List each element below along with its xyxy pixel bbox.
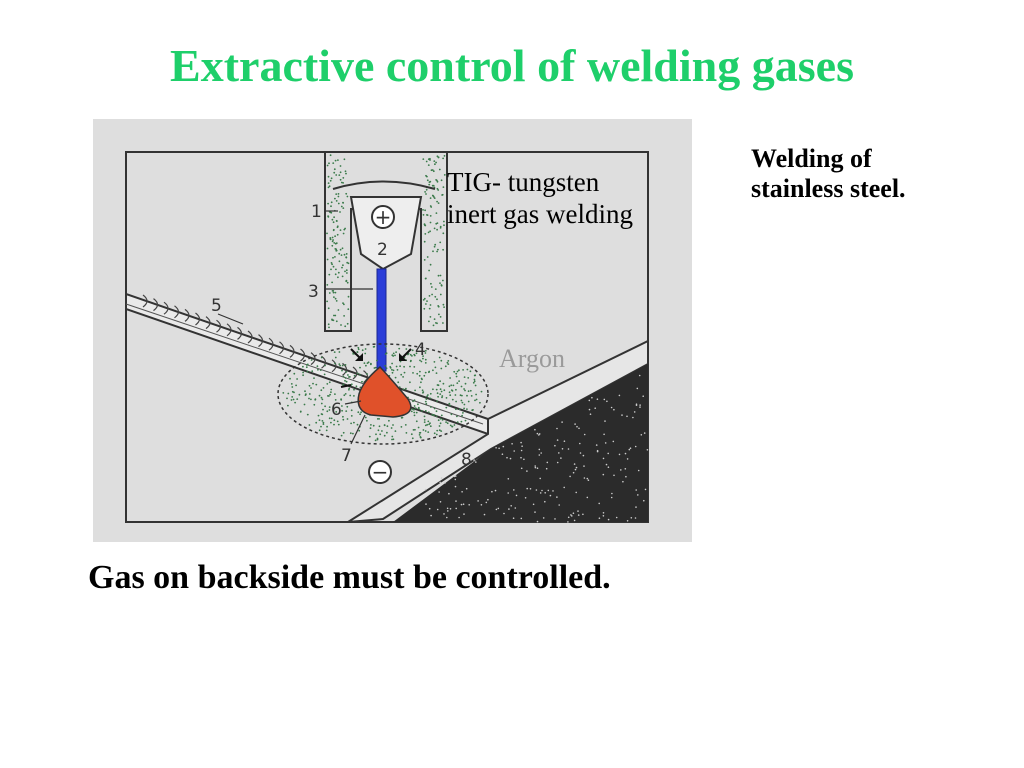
tig-welding-diagram: + − 1 2 3 4 5 6 7 8 [93, 119, 692, 542]
figure-number-6: 6 [331, 400, 342, 420]
footer-note: Gas on backside must be controlled. [88, 559, 611, 596]
weld-bead-ripples [142, 294, 369, 384]
leader-5 [217, 313, 244, 325]
figure-number-4: 4 [415, 340, 426, 360]
nozzle-top-curve [332, 180, 436, 190]
figure-number-7: 7 [341, 446, 352, 466]
minus-circle [368, 460, 392, 484]
argon-cloud-outline [277, 343, 489, 445]
flow-arrowhead-left [355, 353, 363, 361]
flow-arrows [340, 348, 412, 388]
weld-pool [357, 365, 412, 418]
diagram-frame [125, 151, 649, 523]
slide-title: Extractive control of welding gases [170, 40, 854, 91]
leader-lines [217, 210, 373, 445]
flow-arrow-bottom-left [340, 384, 352, 388]
figure-number-5: 5 [211, 296, 222, 316]
figure-number-2: 2 [377, 240, 388, 260]
figure-number-3: 3 [308, 282, 319, 302]
plus-circle [371, 205, 395, 229]
argon-label: Argon [499, 344, 565, 373]
figure-number-8: 8 [461, 450, 472, 470]
backing-speckle [424, 374, 649, 523]
minus-symbol: − [372, 460, 389, 484]
side-note: Welding of stainless steel. [751, 144, 906, 203]
gas-channel [326, 154, 446, 329]
leader-7 [350, 414, 366, 445]
leader-6 [344, 400, 362, 405]
plus-symbol: + [375, 205, 392, 229]
figure-number-1: 1 [311, 202, 322, 222]
tig-label: TIG- tungsten inert gas welding [447, 167, 633, 229]
torch-nozzle [349, 196, 423, 271]
flow-arrowhead-right [399, 353, 407, 361]
weld-seam [125, 303, 484, 425]
right-plate [347, 339, 649, 523]
tungsten-electrode [376, 268, 387, 372]
